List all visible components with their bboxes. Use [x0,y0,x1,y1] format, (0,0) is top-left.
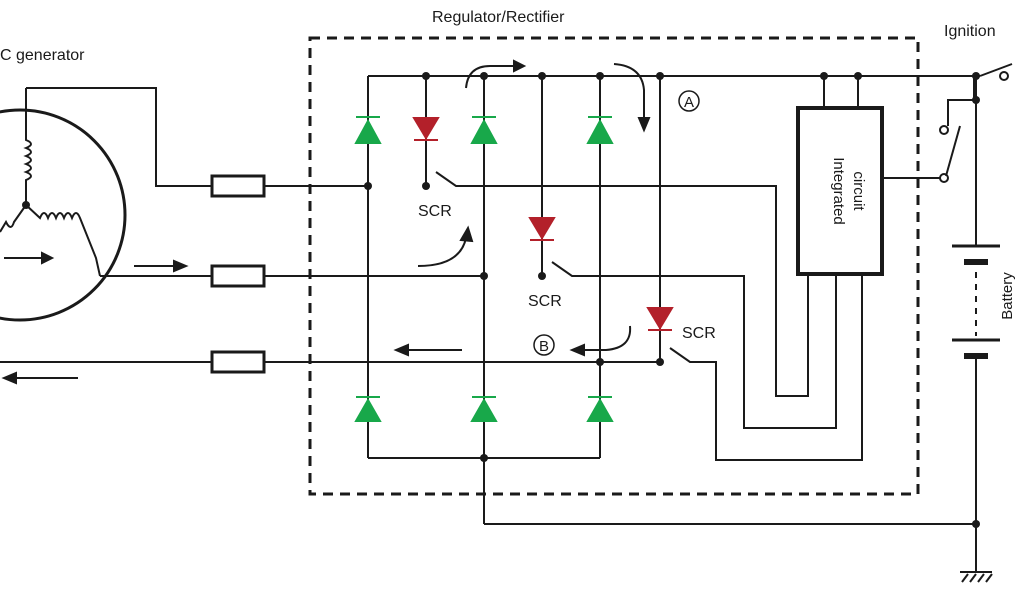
generator-windings [0,88,101,277]
point-a-marker [678,90,700,112]
flow-arrow-b [582,325,632,351]
diode-bottom-3 [586,396,614,422]
flow-arrow-top-2 [613,63,645,120]
diode-top-2 [470,116,498,144]
wiring [0,75,980,572]
integrated-circuit [796,106,884,276]
regulator-rectifier-box [308,36,920,496]
switch-upper-lead [947,76,975,126]
ignition-switch [939,63,1013,183]
scr1-label: SCR [418,203,452,220]
phase1-wire-a [26,87,212,187]
scr3-gate-lead [669,274,863,461]
generator-current-arrow [4,251,55,265]
flow-arrow-middle [417,237,467,267]
connector-2 [210,264,266,288]
scr2-gate-lead [551,261,837,429]
ground-symbol [960,571,993,583]
junctions [364,72,980,528]
scr3-label: SCR [682,325,716,342]
winding-right [25,204,101,277]
ac-generator [0,108,127,322]
connector-3 [210,350,266,374]
battery-label: Battery [999,272,1016,320]
scr2-label: SCR [528,293,562,310]
diodes [354,116,614,422]
point-b-marker [533,334,555,356]
connector-1 [210,174,266,198]
generator-label: C generator [0,47,85,64]
scr-1 [412,117,440,141]
point-a-label: A [684,94,694,111]
ic-label-line2: circuit [850,171,867,211]
winding-star-point [22,201,30,209]
ic-label-line1: Integrated [830,157,847,225]
switch-blade [945,125,961,177]
ignition-contact [979,63,1013,77]
generator-housing [0,108,127,322]
diode-bottom-2 [470,396,498,422]
ignition-terminal [999,71,1009,81]
connectors [210,174,266,374]
point-b-label: B [539,338,549,355]
flow-arrow-top-1 [465,65,516,89]
scrs [412,117,674,331]
flow-arrows [1,59,651,385]
battery [952,244,1000,359]
ignition-label: Ignition [944,23,996,40]
diode-bottom-1 [354,396,382,422]
winding-left [0,204,27,233]
scr1-gate-lead [435,171,809,397]
regulator-label: Regulator/Rectifier [432,9,565,26]
scr-2 [528,217,556,241]
diode-top-3 [586,116,614,144]
diode-top-1 [354,116,382,144]
winding-top [23,88,32,205]
scr-3 [646,307,674,331]
